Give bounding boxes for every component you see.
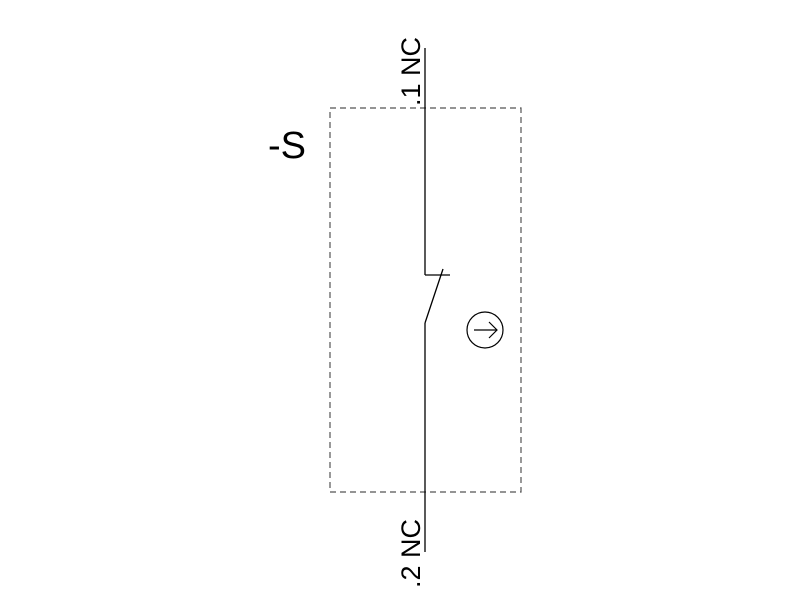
terminal-top-label: .1 NC — [396, 37, 426, 106]
nc-contact — [424, 48, 450, 552]
device-designation: -S — [268, 125, 306, 167]
circle-arrow-right-icon — [466, 311, 504, 349]
terminal-bottom-label: .2 NC — [396, 519, 426, 588]
